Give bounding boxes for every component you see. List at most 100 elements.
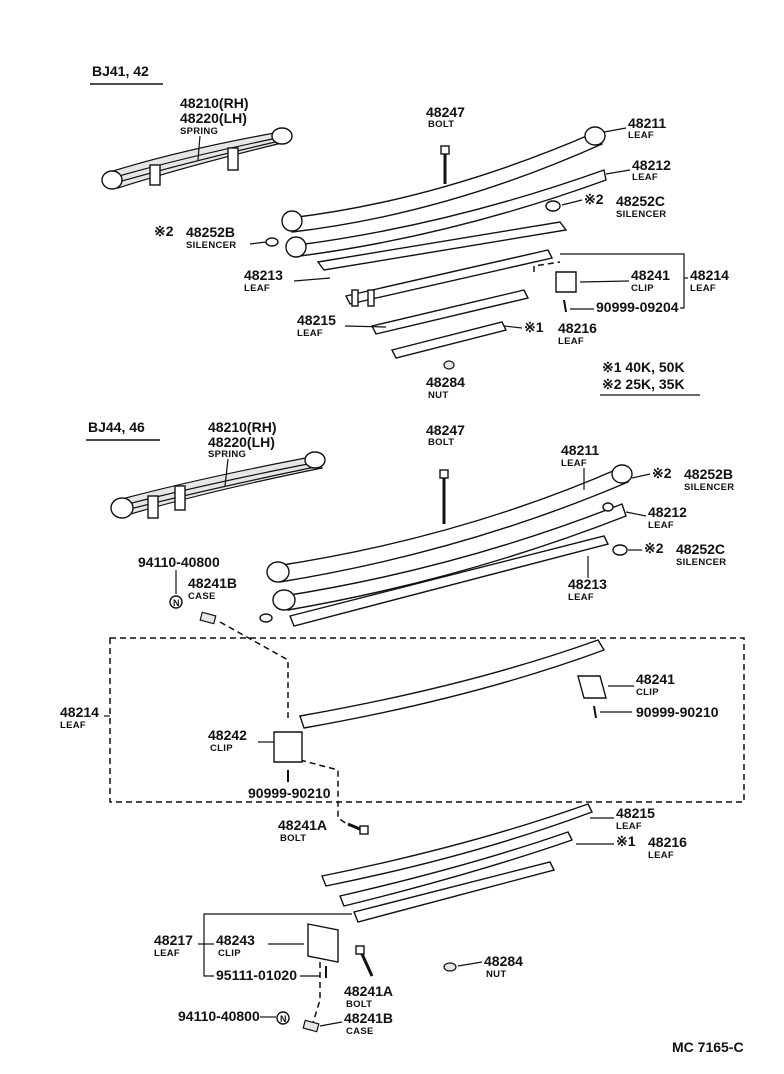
leaf-48214-desc-2: LEAF: [60, 720, 86, 731]
clip-48241-desc: CLIP: [631, 283, 654, 294]
clip-48241-pn-2: 48241: [636, 671, 675, 687]
leaf-stack-illustration: [265, 126, 607, 359]
silencer-b-desc: SILENCER: [186, 240, 236, 251]
nut-94110-pn-b: 94110-40800: [178, 1008, 260, 1024]
leaf-48216-pn: 48216: [558, 320, 597, 336]
bolt-48247-desc-2: BOLT: [428, 437, 454, 448]
diagram-code: MC 7165-C: [672, 1039, 744, 1055]
leaf-48216-mark-2: ※1: [616, 833, 636, 849]
silencer-c-pn: 48252C: [616, 193, 665, 209]
silencer-c-desc-2: SILENCER: [676, 557, 726, 568]
silencer-c-desc: SILENCER: [616, 209, 666, 220]
svg-text:N: N: [173, 598, 180, 608]
leaf-48215-pn: 48215: [297, 312, 336, 328]
nut-48284-desc: NUT: [428, 390, 448, 401]
clip-48242-pn: 48242: [208, 727, 247, 743]
leaf-48213-pn: 48213: [244, 267, 283, 283]
leaf-48211-desc: LEAF: [628, 130, 654, 141]
nut-48284-desc-2: NUT: [486, 969, 506, 980]
case-48241b-desc-b: CASE: [346, 1026, 374, 1037]
bolt-90999-90210-pn-b: 90999-90210: [248, 785, 331, 801]
leaf-48215-desc: LEAF: [297, 328, 323, 339]
svg-text:N: N: [280, 1014, 287, 1024]
leaf-48214-group-box: [109, 637, 745, 803]
leaf-48213-desc-2: LEAF: [568, 592, 594, 603]
leaf-48216-desc-2: LEAF: [648, 850, 674, 861]
silencer-b-mark-2: ※2: [652, 465, 672, 481]
bolt-icon: [440, 145, 450, 184]
bolt-48241a-pn-b: 48241A: [344, 983, 393, 999]
spring-lh-pn-2: 48220(LH): [208, 434, 275, 450]
silencer-b-mark: ※2: [154, 223, 174, 239]
clip-48242-desc: CLIP: [210, 743, 233, 754]
leaf-lower-stack-illustration: [321, 803, 593, 923]
bolt-48241a-desc-b: BOLT: [346, 999, 372, 1010]
clip-icon-2: [577, 675, 607, 719]
nut-icon-2: [443, 962, 457, 972]
nut-n-icon: N: [169, 595, 183, 609]
silencer-c-mark-2: ※2: [644, 540, 664, 556]
leaf-48213-pn-2: 48213: [568, 576, 607, 592]
case-48241b-pn-a: 48241B: [188, 575, 237, 591]
leaf-48216-mark: ※1: [524, 319, 544, 335]
spring-desc-2: SPRING: [208, 449, 246, 460]
leaf-48216-pn-2: 48216: [648, 834, 687, 850]
leaf-48215-desc-2: LEAF: [616, 821, 642, 832]
bolt-90999-09204-pn: 90999-09204: [596, 299, 679, 315]
leaf-48211-pn-2: 48211: [561, 442, 599, 458]
clip-48241-desc-2: CLIP: [636, 687, 659, 698]
nut-48284-pn-2: 48284: [484, 953, 523, 969]
spring-rh-pn-2: 48210(RH): [208, 419, 276, 435]
silencer-b-desc-2: SILENCER: [684, 482, 734, 493]
note-1: ※1 40K, 50K: [602, 359, 685, 375]
spring-desc: SPRING: [180, 126, 218, 137]
clip-icon-3: [273, 731, 303, 782]
case-48241b-desc-a: CASE: [188, 591, 216, 602]
silencer-c-mark: ※2: [584, 191, 604, 207]
bolt-48241a-desc-a: BOLT: [280, 833, 306, 844]
clip-icon-4: [307, 923, 339, 978]
nut-icon: [443, 360, 455, 370]
bolt-icon-2: [439, 469, 449, 524]
leaf-48216-desc: LEAF: [558, 336, 584, 347]
leaf-48217-pn: 48217: [154, 932, 193, 948]
bolt-48241a-pn-a: 48241A: [278, 817, 327, 833]
leaf-48214-desc: LEAF: [690, 283, 716, 294]
clip-48241-pn: 48241: [631, 267, 670, 283]
clip-48243-desc: CLIP: [218, 948, 241, 959]
leaf-stack-illustration-2: [259, 464, 633, 627]
bolt-48247-pn-2: 48247: [426, 422, 465, 438]
leaf-48214-pn: 48214: [690, 267, 729, 283]
spring-rh-pn: 48210(RH): [180, 95, 248, 111]
bolt-48247-pn: 48247: [426, 104, 465, 120]
leaf-48214-pn-2: 48214: [60, 704, 99, 720]
leaf-48212-pn: 48212: [632, 157, 671, 173]
nut-48284-pn: 48284: [426, 374, 465, 390]
leaf-48212-desc: LEAF: [632, 172, 658, 183]
spring-assembly-illustration: [101, 127, 293, 190]
leaf-48211-desc-2: LEAF: [561, 458, 587, 469]
silencer-c-pn-2: 48252C: [676, 541, 725, 557]
nut-n-icon-2: N: [276, 1011, 290, 1025]
leaf-48217-desc: LEAF: [154, 948, 180, 959]
bolt-48247-desc: BOLT: [428, 119, 454, 130]
leaf-48214-illustration: [299, 639, 606, 729]
silencer-b-pn-2: 48252B: [684, 466, 733, 482]
bolt-90999-90210-pn-a: 90999-90210: [636, 704, 719, 720]
case-48241b-pn-b: 48241B: [344, 1010, 393, 1026]
bolt-icon-3: [347, 822, 369, 835]
case-icon: [199, 611, 217, 625]
note-2: ※2 25K, 35K: [602, 376, 685, 392]
spring-assembly-illustration-2: [110, 451, 326, 519]
clip-48243-pn: 48243: [216, 932, 255, 948]
case-icon-2: [302, 1019, 320, 1033]
nut-94110-pn-a: 94110-40800: [138, 554, 220, 570]
leaf-48212-desc-2: LEAF: [648, 520, 674, 531]
section-bj44-46: BJ44, 46 48210(RH) 48220(LH) SPRING 4824…: [60, 419, 745, 1037]
model-heading-bj44-46: BJ44, 46: [88, 419, 145, 435]
bolt-icon-4: [355, 945, 374, 977]
leaf-48215-pn-2: 48215: [616, 805, 655, 821]
leaf-48211-pn: 48211: [628, 115, 666, 131]
leaf-48213-desc: LEAF: [244, 283, 270, 294]
